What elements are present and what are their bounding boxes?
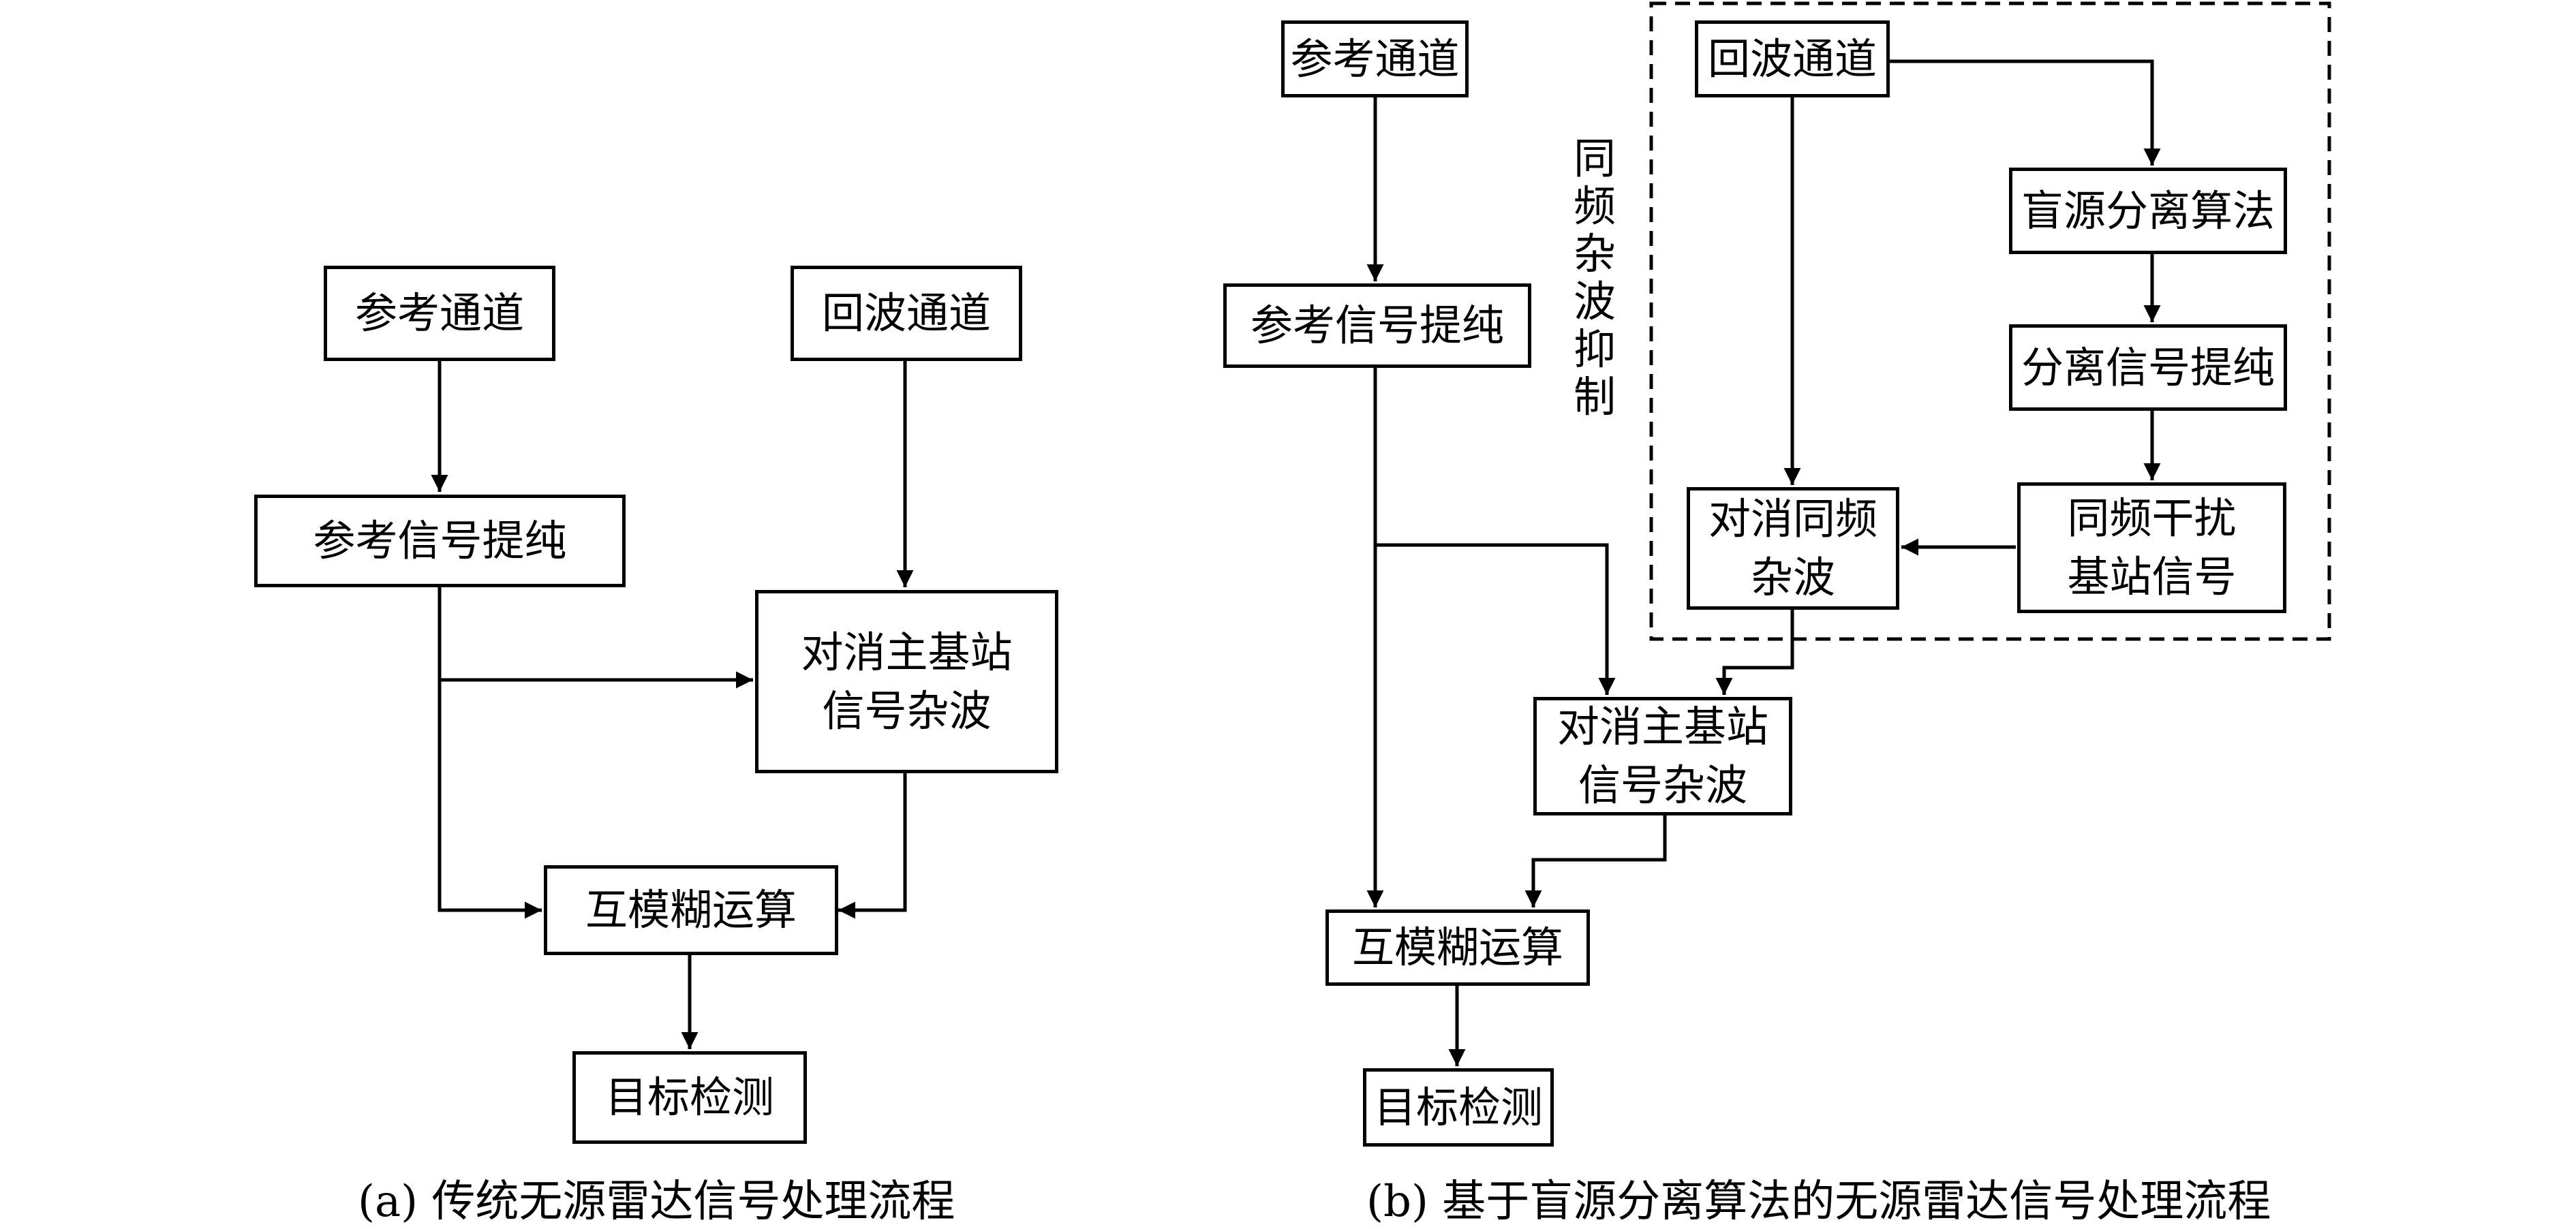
b-group-label-char: 频 <box>1573 181 1616 231</box>
a-arrow-purify-to-ambiguity <box>438 680 542 919</box>
b-node-cochannel-interf: 同频干扰 基站信号 <box>2017 482 2286 613</box>
a-node-cross-ambiguity: 互模糊运算 <box>544 865 838 955</box>
a-node-ref-purify: 参考信号提纯 <box>254 495 626 587</box>
a-arrow-purify-to-cancel <box>438 587 753 689</box>
a-node-target-detect: 目标检测 <box>572 1051 807 1144</box>
a-node-ref-channel: 参考通道 <box>324 266 555 361</box>
b-group-label-char: 同 <box>1573 134 1616 183</box>
b-arrow-cancel-cochannel-to-cancel-main <box>1715 610 1794 695</box>
b-node-ref-purify: 参考信号提纯 <box>1223 283 1531 368</box>
b-arrow-purify-to-cancel-main <box>1375 543 1616 695</box>
a-caption: (a) 传统无源雷达信号处理流程 <box>358 1177 955 1227</box>
b-group-label-char: 波 <box>1573 277 1616 326</box>
a-arrow-cancel-to-ambiguity <box>838 773 907 919</box>
b-node-target-detect: 目标检测 <box>1363 1068 1554 1147</box>
b-caption: (b) 基于盲源分离算法的无源雷达信号处理流程 <box>1366 1177 2271 1227</box>
b-node-cancel-cochannel: 对消同频 杂波 <box>1687 487 1899 610</box>
b-node-cross-ambiguity: 互模糊运算 <box>1325 909 1590 986</box>
b-arrow-cancel-main-to-ambiguity <box>1524 815 1667 907</box>
b-node-sep-purify: 分离信号提纯 <box>2009 324 2287 411</box>
b-node-echo-channel: 回波通道 <box>1695 20 1890 97</box>
b-node-cancel-main: 对消主基站 信号杂波 <box>1533 697 1792 815</box>
a-node-cancel-main: 对消主基站 信号杂波 <box>755 590 1058 773</box>
b-node-bss: 盲源分离算法 <box>2009 168 2287 254</box>
b-node-ref-channel: 参考通道 <box>1281 20 1469 97</box>
b-cochannel-suppression-group <box>1649 1 2331 641</box>
a-node-echo-channel: 回波通道 <box>791 266 1022 361</box>
b-arrow-echo-to-bss <box>1890 59 2161 166</box>
b-group-label: 同 频 杂 波 抑 制 <box>1571 135 1619 421</box>
b-group-label-char: 抑 <box>1573 324 1616 374</box>
b-group-label-char: 杂 <box>1573 229 1616 279</box>
b-group-label-char: 制 <box>1573 372 1616 422</box>
